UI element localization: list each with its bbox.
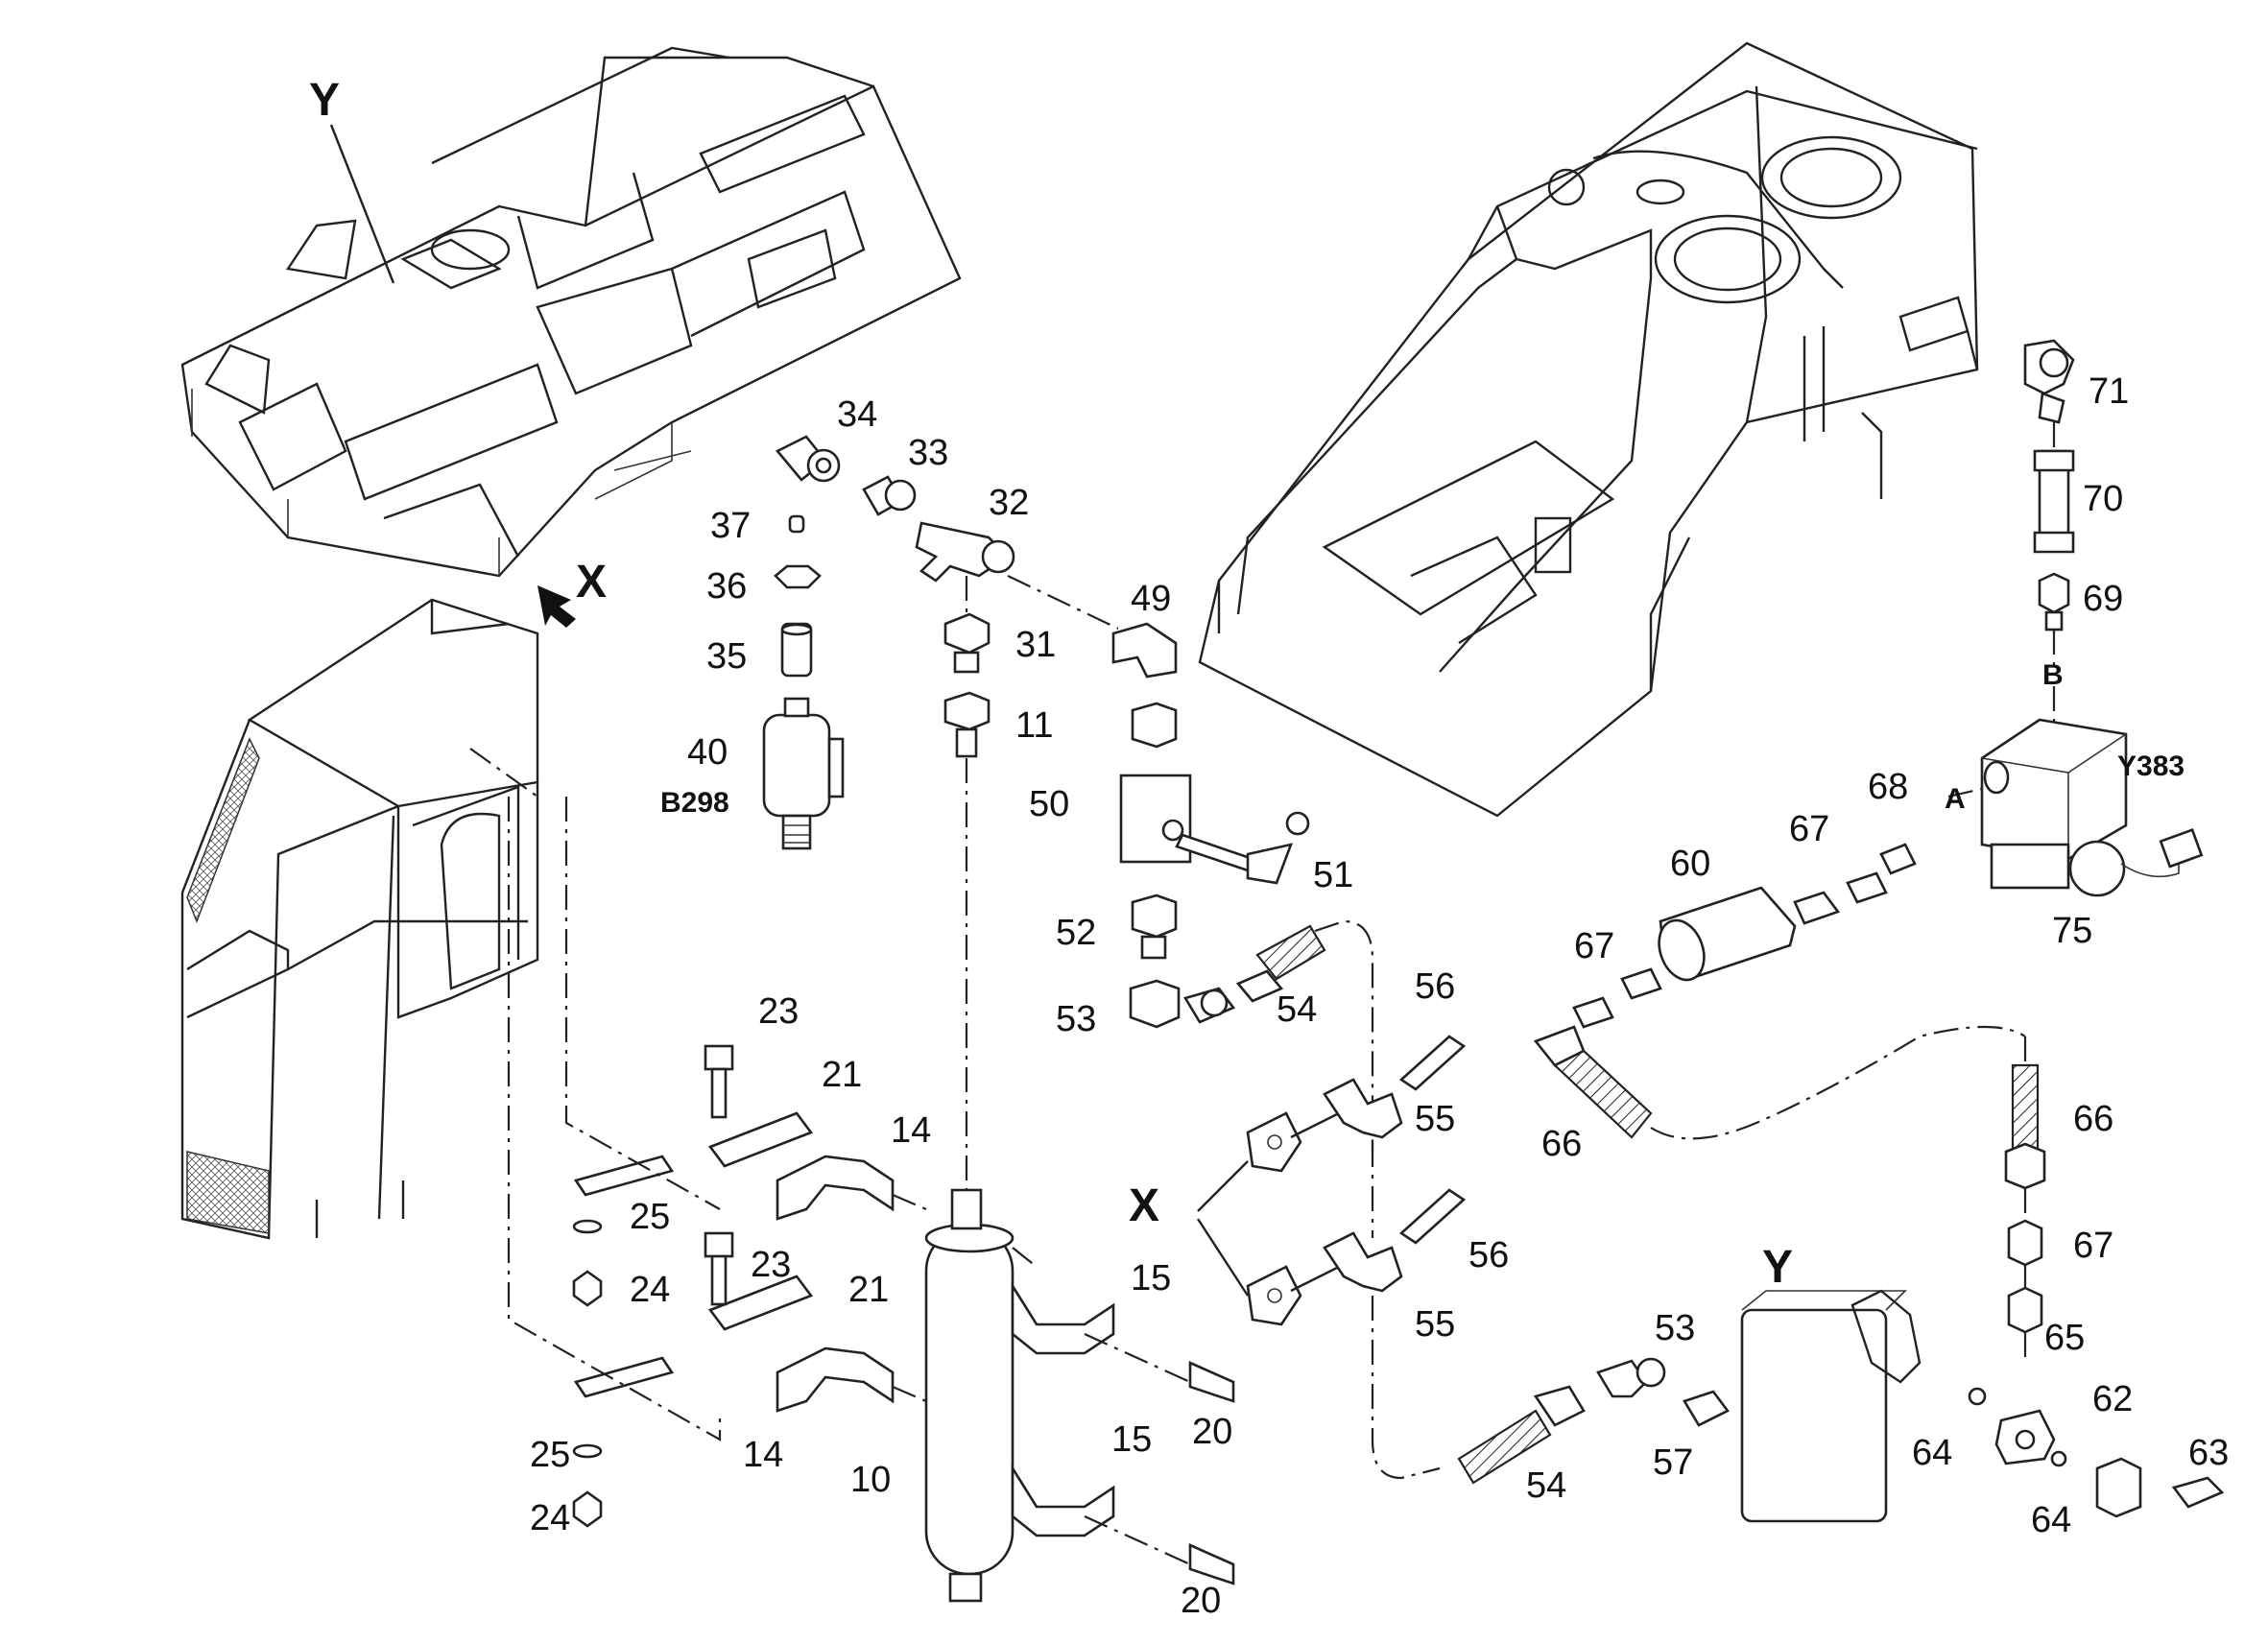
callout-11: 11 xyxy=(1015,705,1053,746)
sensor-assembly xyxy=(762,435,845,850)
designator-b298: B298 xyxy=(660,787,729,819)
filter-hose-assembly xyxy=(1533,843,2046,1363)
view-marker-y-detail: Y xyxy=(1762,1242,1793,1293)
callout-24b: 24 xyxy=(530,1498,570,1538)
callout-49: 49 xyxy=(1131,579,1171,619)
callout-10: 10 xyxy=(850,1460,891,1500)
callout-35: 35 xyxy=(706,636,747,677)
callout-60: 60 xyxy=(1670,844,1710,884)
callout-51: 51 xyxy=(1313,855,1353,895)
callout-63: 63 xyxy=(2188,1433,2229,1473)
callout-53b: 53 xyxy=(1655,1308,1695,1348)
view-marker-x-arrow: X xyxy=(576,557,607,608)
callout-32: 32 xyxy=(989,483,1029,523)
callout-24a: 24 xyxy=(630,1270,670,1310)
detail-y-assembly xyxy=(1457,1289,2225,1523)
callout-20a: 20 xyxy=(1192,1412,1232,1452)
callout-54a: 54 xyxy=(1277,989,1317,1030)
callout-40: 40 xyxy=(687,732,728,773)
callout-54b: 54 xyxy=(1526,1465,1566,1506)
callout-14a: 14 xyxy=(891,1110,931,1151)
view-marker-x-detail: X xyxy=(1129,1180,1159,1231)
callout-25b: 25 xyxy=(530,1435,570,1475)
callout-66a: 66 xyxy=(1541,1124,1582,1164)
callout-67a: 67 xyxy=(1789,809,1829,849)
callout-57: 57 xyxy=(1653,1442,1693,1483)
callout-53a: 53 xyxy=(1056,999,1096,1039)
clamp-detail-x xyxy=(1196,1035,1467,1480)
callout-23b: 23 xyxy=(751,1245,791,1285)
callout-15b: 15 xyxy=(1111,1419,1152,1460)
callout-14b: 14 xyxy=(743,1435,783,1475)
valve-block-assembly xyxy=(1947,339,2204,897)
callout-56a: 56 xyxy=(1415,966,1455,1007)
callout-67b: 67 xyxy=(1574,926,1614,966)
callout-52: 52 xyxy=(1056,913,1096,953)
designator-y383: Y383 xyxy=(2117,751,2184,782)
callout-56b: 56 xyxy=(1468,1235,1509,1275)
callout-15a: 15 xyxy=(1131,1258,1171,1299)
callout-75: 75 xyxy=(2052,911,2092,951)
callout-20b: 20 xyxy=(1181,1581,1221,1621)
port-a-label: A xyxy=(1945,783,1966,815)
tank-drawing xyxy=(1198,41,1979,818)
view-marker-y-top: Y xyxy=(309,75,340,126)
callout-67c: 67 xyxy=(2073,1226,2113,1266)
callout-25a: 25 xyxy=(630,1197,670,1237)
callout-33: 33 xyxy=(908,433,948,473)
callout-23a: 23 xyxy=(758,991,799,1032)
callout-50: 50 xyxy=(1029,784,1069,824)
callout-71: 71 xyxy=(2089,371,2129,412)
machine-frame-drawing xyxy=(180,46,962,578)
callout-36: 36 xyxy=(706,566,747,607)
callout-21a: 21 xyxy=(822,1055,862,1095)
callout-70: 70 xyxy=(2083,479,2123,519)
callout-64b: 64 xyxy=(2031,1500,2071,1540)
callout-66b: 66 xyxy=(2073,1099,2113,1139)
callout-55b: 55 xyxy=(1415,1304,1455,1345)
callout-31: 31 xyxy=(1015,625,1056,665)
callout-21b: 21 xyxy=(848,1270,889,1310)
callout-34: 34 xyxy=(837,394,877,435)
callout-62: 62 xyxy=(2092,1379,2133,1419)
accumulator-clamp-assembly xyxy=(469,748,1235,1603)
callout-69: 69 xyxy=(2083,579,2123,619)
valve-hose-assembly xyxy=(1007,575,1374,1152)
callout-64a: 64 xyxy=(1912,1433,1952,1473)
cab-drawing xyxy=(180,598,539,1240)
callout-37: 37 xyxy=(710,506,751,546)
port-b-label: B xyxy=(2042,659,2064,691)
callout-68: 68 xyxy=(1868,767,1908,807)
callout-65: 65 xyxy=(2044,1318,2085,1358)
tee-fitting-assembly xyxy=(862,475,1015,1200)
view-direction-arrow-icon xyxy=(537,585,576,628)
callout-55a: 55 xyxy=(1415,1099,1455,1139)
